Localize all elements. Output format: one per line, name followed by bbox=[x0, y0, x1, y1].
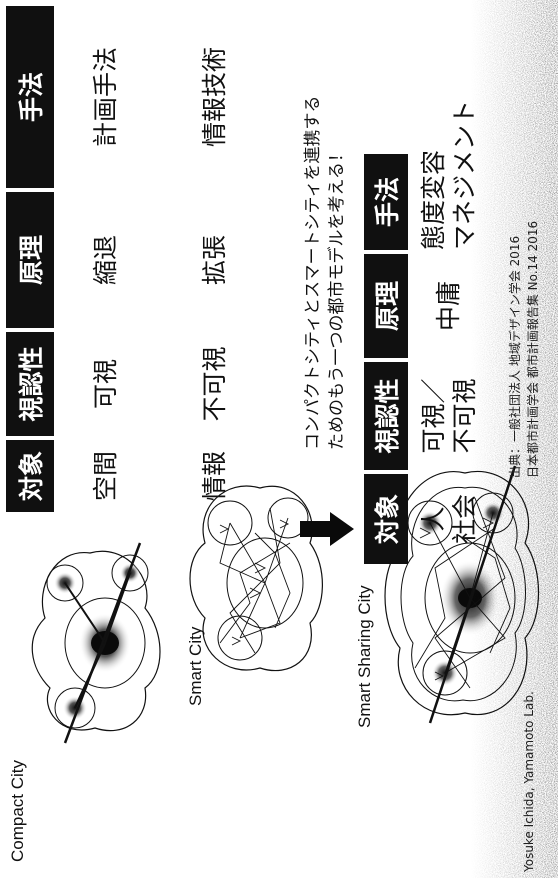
bottom-row-target: 人 社会 bbox=[414, 474, 484, 564]
top-row2-target: 情報 bbox=[200, 451, 230, 502]
bottom-visibility-line1: 可視／ bbox=[418, 378, 448, 454]
top-header-visibility: 視認性 bbox=[6, 332, 54, 436]
bottom-method-line2: マネジメント bbox=[450, 99, 479, 250]
compact-city-label: Compact City bbox=[8, 759, 27, 862]
source-line1: 出典：一般社団法人 地域デザイン学会 2016 bbox=[508, 235, 522, 478]
top-row1-target: 空間 bbox=[91, 451, 121, 502]
top-header-principle: 原理 bbox=[6, 192, 54, 328]
smart-sharing-city-label: Smart Sharing City bbox=[355, 585, 374, 728]
bottom-visibility-line2: 不可視 bbox=[450, 378, 479, 454]
top-row2-visibility: 不可視 bbox=[200, 346, 230, 422]
top-row1-method: 計画手法 bbox=[91, 47, 121, 148]
down-arrow-icon bbox=[300, 512, 354, 546]
top-row1-principle: 縮退 bbox=[91, 235, 121, 286]
bottom-row-visibility: 可視／ 不可視 bbox=[414, 362, 484, 470]
bottom-row-method: 態度変容 マネジメント bbox=[414, 4, 484, 250]
caption-line2: ためのもう一つの都市モデルを考える！ bbox=[327, 145, 347, 450]
caption-line1: コンパクトシティとスマートシティを連携する bbox=[303, 95, 323, 450]
bottom-header-principle: 原理 bbox=[364, 254, 408, 358]
top-row1-visibility: 可視 bbox=[91, 359, 121, 410]
bottom-method-line1: 態度変容 bbox=[418, 149, 448, 250]
bottom-target-line1: 人 bbox=[418, 506, 448, 532]
top-row2-method: 情報技術 bbox=[200, 47, 230, 148]
bottom-header-target: 対象 bbox=[364, 474, 408, 564]
bottom-header-method: 手法 bbox=[364, 154, 408, 250]
top-header-target: 対象 bbox=[6, 440, 54, 512]
author-credit: Yosuke Ichida, Yamamoto Lab. bbox=[522, 691, 536, 872]
bottom-header-visibility: 視認性 bbox=[364, 362, 408, 470]
smart-city-diagram bbox=[189, 485, 323, 672]
bottom-target-line2: 社会 bbox=[450, 494, 479, 545]
top-header-method: 手法 bbox=[6, 6, 54, 188]
bottom-row-principle: 中庸 bbox=[434, 281, 464, 332]
top-row2-principle: 拡張 bbox=[200, 235, 230, 286]
compact-city-diagram bbox=[31, 542, 161, 744]
source-line2: 日本都市計画学会 都市計画報告集 No.14 2016 bbox=[526, 220, 540, 478]
